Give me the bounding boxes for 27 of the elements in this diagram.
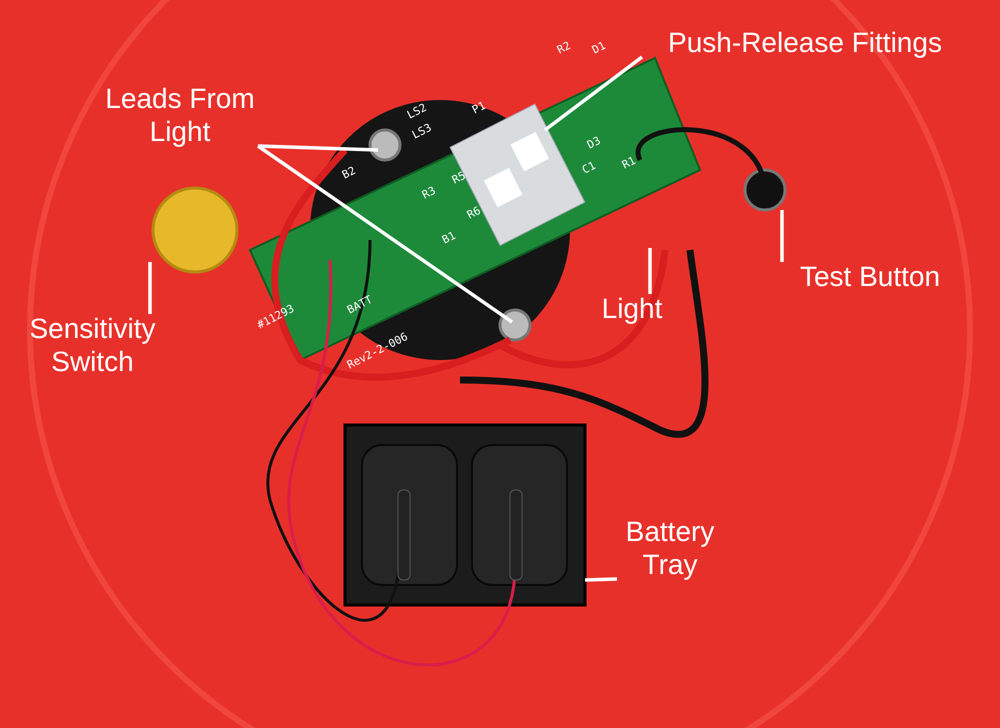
callout-label: Battery Tray bbox=[615, 515, 725, 581]
board-marking: B2 bbox=[340, 164, 358, 182]
board-marking: B1 bbox=[440, 228, 458, 247]
board-marking: LS2 bbox=[405, 100, 429, 122]
board-marking: D3 bbox=[585, 134, 603, 152]
callout-label: Light bbox=[592, 292, 672, 325]
board-marking: BATT bbox=[345, 292, 375, 317]
leader-line bbox=[544, 56, 644, 132]
callout-label: Leads From Light bbox=[100, 82, 260, 148]
callout-label: Push-Release Fittings bbox=[640, 26, 970, 59]
board-marking: LS3 bbox=[410, 120, 434, 142]
callout-label: Test Button bbox=[780, 260, 960, 293]
leader-line bbox=[780, 210, 784, 262]
board-marking: R3 bbox=[420, 184, 438, 202]
callout-label: Sensitivity Switch bbox=[15, 312, 170, 378]
board-marking: R2 bbox=[555, 38, 573, 57]
board-marking: C1 bbox=[580, 158, 598, 177]
board-marking: P1 bbox=[470, 98, 488, 117]
board-marking: D1 bbox=[590, 38, 608, 57]
leader-line bbox=[148, 262, 152, 314]
leader-line bbox=[584, 577, 618, 582]
board-marking: R6 bbox=[465, 204, 483, 222]
board-marking: R5 bbox=[450, 168, 468, 187]
board-marking: R1 bbox=[620, 154, 638, 172]
leader-line bbox=[258, 144, 378, 152]
leader-line bbox=[257, 144, 513, 324]
leader-line bbox=[648, 248, 652, 294]
